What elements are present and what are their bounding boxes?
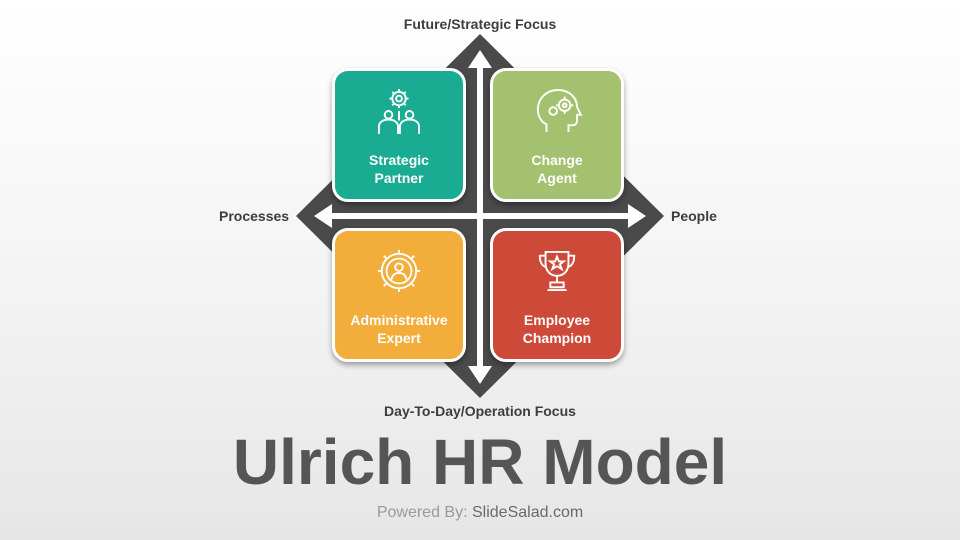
quadrant-label-line1: Administrative (350, 312, 448, 328)
arrow-up-icon (468, 50, 492, 68)
quadrant-label-line2: Partner (374, 170, 424, 186)
footer-site-link[interactable]: SlideSalad.com (472, 504, 584, 521)
strategic-partner-icon (377, 89, 421, 134)
footer: Powered By: SlideSalad.com (0, 504, 960, 522)
quadrant-label-line2: Agent (537, 170, 577, 186)
quadrant-label-line2: Champion (522, 330, 592, 346)
slide-title: Ulrich HR Model (232, 426, 728, 498)
axis-label-bottom: Day-To-Day/Operation Focus (384, 403, 576, 419)
footer-prefix: Powered By: (376, 504, 468, 521)
quadrant-change-agent: Change Agent (490, 68, 624, 202)
quadrant-employee-champion: Employee Champion (490, 228, 624, 362)
quadrant-label-line1: Change (531, 152, 583, 168)
person-gear-icon (377, 249, 421, 293)
head-gears-icon (536, 89, 583, 133)
arrow-left-icon (314, 204, 332, 228)
quadrant-label-line2: Expert (377, 330, 421, 346)
axis-label-right: People (671, 208, 717, 224)
quadrant-label-line1: Employee (523, 312, 591, 328)
quadrant-administrative-expert: Administrative Expert (332, 228, 466, 362)
quadrant-strategic-partner: Strategic Partner (332, 68, 466, 202)
axis-label-top: Future/Strategic Focus (403, 16, 557, 32)
axis-label-left: Processes (219, 208, 290, 224)
arrow-right-icon (628, 204, 646, 228)
trophy-icon (538, 250, 576, 292)
arrow-down-icon (468, 366, 492, 384)
quadrant-label-line1: Strategic (369, 152, 429, 168)
